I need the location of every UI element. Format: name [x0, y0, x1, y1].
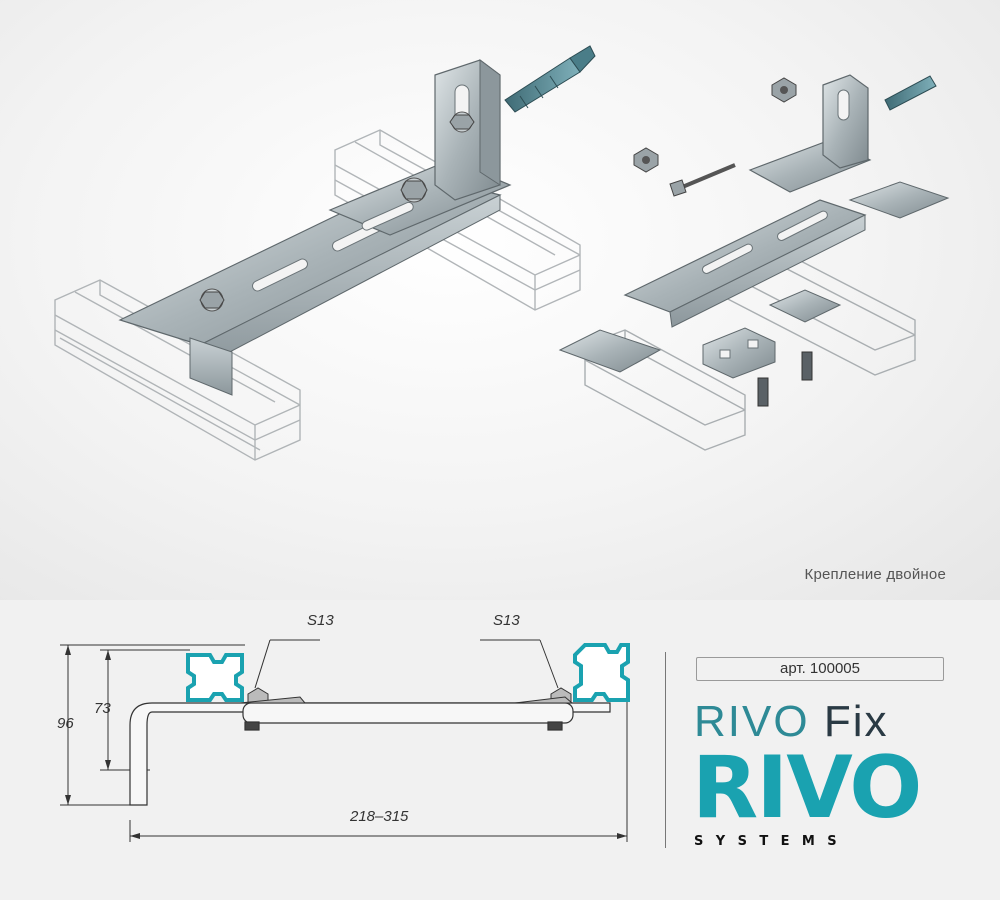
article-number: арт. 100005: [696, 657, 944, 681]
dimension-total-height: 96: [57, 715, 74, 732]
nut-size-right: S13: [493, 612, 520, 629]
anchor-icon: [504, 45, 596, 113]
dimension-width-range: 218–315: [350, 808, 409, 825]
brand-logo: RIVO: [692, 738, 922, 838]
product-name: RIVO Fix: [694, 697, 950, 747]
product-name-suffix: Fix: [823, 697, 889, 746]
exploded-clamps: [558, 181, 950, 379]
exploded-plate: [623, 199, 867, 328]
exploded-l-bracket: [748, 74, 872, 193]
brand-logo-subtitle: SYSTEMS: [694, 834, 849, 849]
nut-size-left: S13: [307, 612, 334, 629]
product-caption: Крепление двойное: [804, 566, 946, 583]
product-name-main: RIVO: [694, 697, 810, 746]
dimension-partial-height: 73: [94, 700, 111, 717]
rail-profile-right: [334, 129, 581, 311]
divider: [665, 652, 666, 848]
exploded-fasteners: [633, 75, 937, 407]
rail-profile-left: [54, 279, 301, 461]
bracket-illustration: [54, 45, 950, 461]
nut-icon: [199, 111, 475, 312]
